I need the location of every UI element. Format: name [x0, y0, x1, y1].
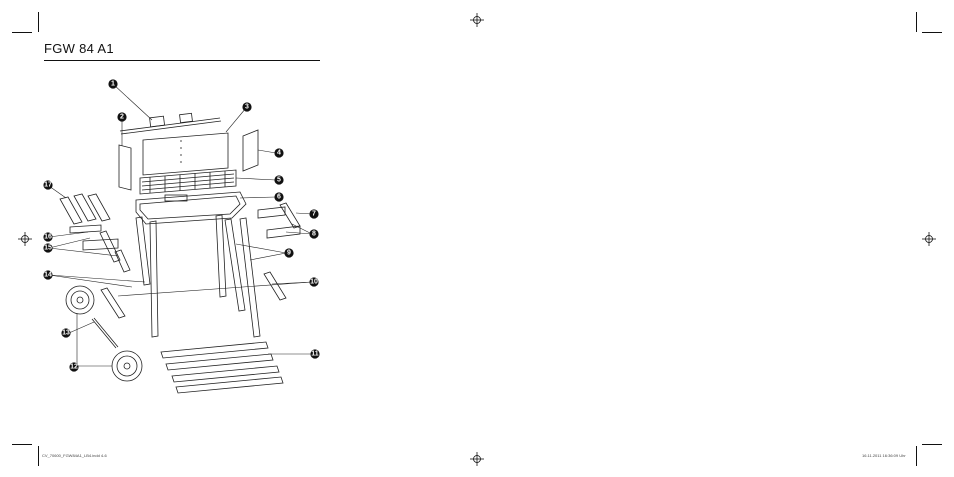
- callout-4: 4: [274, 148, 284, 158]
- registration-mark-icon: [470, 452, 484, 466]
- callout-11: 11: [310, 349, 320, 359]
- callout-8: 8: [309, 229, 319, 239]
- part-spit-rod: [119, 112, 222, 135]
- part-side-panel-right: [242, 129, 259, 172]
- registration-mark-icon: [922, 232, 936, 246]
- callout-14: 14: [43, 270, 53, 280]
- svg-text:4: 4: [277, 150, 281, 157]
- crop-mark-icon: [38, 12, 39, 32]
- registration-mark-icon: [470, 13, 484, 27]
- callout-1: 1: [108, 79, 118, 89]
- callout-7: 7: [309, 209, 319, 219]
- callout-16: 16: [43, 232, 53, 242]
- callout-5: 5: [274, 175, 284, 185]
- callout-10: 10: [309, 277, 319, 287]
- svg-text:15: 15: [44, 245, 52, 252]
- part-shelf-small: [59, 193, 111, 225]
- crop-mark-icon: [916, 446, 917, 466]
- crop-mark-icon: [916, 12, 917, 32]
- page-title: FGW 84 A1: [44, 41, 114, 56]
- crop-mark-icon: [38, 446, 39, 466]
- callout-9: 9: [284, 248, 294, 258]
- svg-text:13: 13: [62, 330, 70, 337]
- svg-text:1: 1: [111, 81, 115, 88]
- svg-text:12: 12: [70, 364, 78, 371]
- svg-text:14: 14: [44, 272, 52, 279]
- callout-2: 2: [117, 112, 127, 122]
- callout-3: 3: [242, 102, 252, 112]
- part-brackets: [100, 271, 287, 319]
- svg-text:10: 10: [310, 279, 318, 286]
- svg-text:9: 9: [287, 250, 291, 257]
- svg-text:11: 11: [311, 351, 319, 358]
- crop-mark-icon: [12, 32, 32, 33]
- svg-text:17: 17: [44, 182, 52, 189]
- footer-timestamp: 16.11.2011 16:36:09 Uhr: [862, 453, 906, 458]
- callout-12: 12: [69, 362, 79, 372]
- callout-13: 13: [61, 328, 71, 338]
- callout-17: 17: [43, 180, 53, 190]
- svg-text:7: 7: [312, 211, 316, 218]
- part-axle-brackets: [69, 224, 131, 273]
- part-handles: [257, 202, 301, 239]
- crop-mark-icon: [922, 444, 942, 445]
- part-axle: [91, 317, 119, 349]
- callout-badges: 1 2 3 4 5 6 7 8 9 10 11 12 13 14 15 16 1…: [43, 79, 320, 372]
- svg-text:3: 3: [245, 104, 249, 111]
- svg-text:2: 2: [120, 114, 124, 121]
- svg-text:5: 5: [277, 177, 281, 184]
- registration-mark-icon: [18, 232, 32, 246]
- svg-text:8: 8: [312, 231, 316, 238]
- part-grill-grate: [139, 169, 237, 195]
- footer-file-info: CV_70600_FGW84A1_LB4.indd 4-6: [42, 453, 107, 458]
- callout-6: 6: [274, 192, 284, 202]
- callout-15: 15: [43, 243, 53, 253]
- part-side-panel-left: [118, 144, 132, 191]
- crop-mark-icon: [12, 444, 32, 445]
- svg-text:6: 6: [277, 194, 281, 201]
- part-legs: [135, 214, 261, 338]
- part-lid: [142, 132, 229, 176]
- svg-text:16: 16: [44, 234, 52, 241]
- crop-mark-icon: [922, 32, 942, 33]
- part-charcoal-pan: [135, 191, 247, 225]
- title-rule: [44, 60, 320, 61]
- part-shelf-slats: [160, 341, 284, 394]
